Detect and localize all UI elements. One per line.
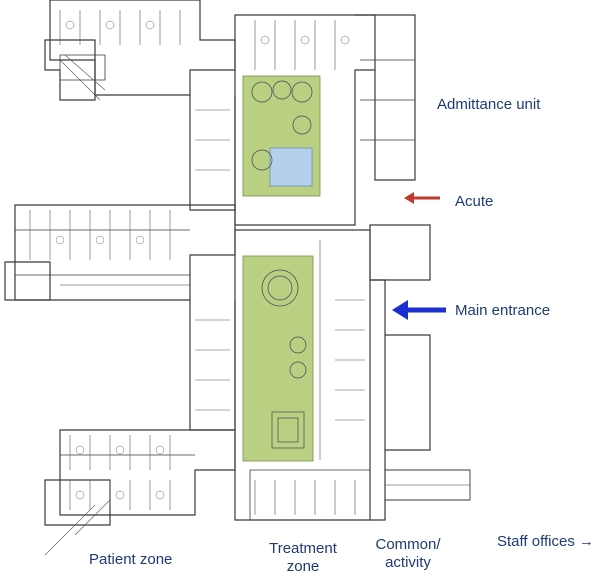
main-entrance-label: Main entrance: [455, 302, 551, 319]
upper-courtyard-pool: [269, 147, 313, 187]
floor-plan-walls: [4, 0, 471, 526]
common-activity-label-line2: activity: [385, 554, 431, 571]
room-details: [29, 10, 365, 556]
staff-offices-label: Staff offices→: [497, 533, 594, 551]
common-activity-label: Common/ activity: [372, 536, 444, 572]
treatment-zone-label-line1: Treatment: [269, 540, 337, 557]
patient-zone-label: Patient zone: [89, 551, 173, 568]
upper-courtyard-trees: [251, 80, 313, 171]
treatment-zone-label-line2: zone: [286, 558, 320, 575]
main-entrance-arrow-icon: [392, 300, 446, 320]
admittance-unit-label: Admittance unit: [437, 96, 541, 113]
furniture-circles: [55, 20, 350, 500]
common-activity-label-line1: Common/: [375, 536, 441, 553]
treatment-zone-label: Treatment zone: [267, 540, 339, 576]
lower-courtyard-features: [261, 269, 307, 449]
acute-label: Acute: [455, 193, 494, 210]
staff-offices-arrow-icon: →: [578, 533, 594, 550]
acute-arrow-icon: [404, 192, 440, 204]
staff-offices-text: Staff offices: [497, 533, 575, 550]
